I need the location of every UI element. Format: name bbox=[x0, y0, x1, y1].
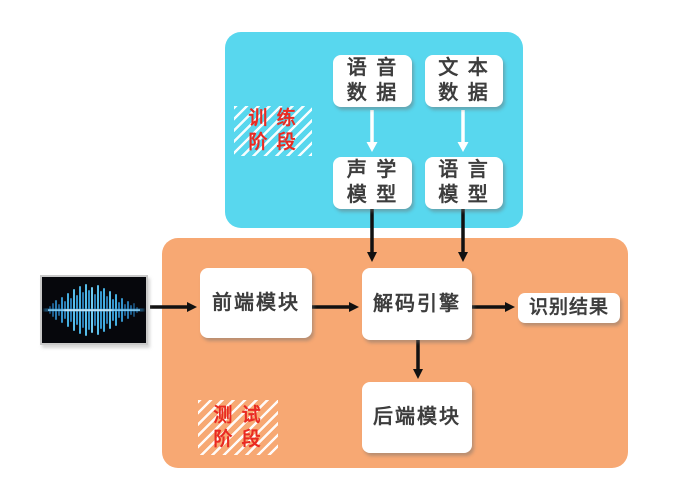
training-phase-label-line1: 训 练 bbox=[248, 108, 298, 129]
node-language-model: 语 言 模 型 bbox=[425, 157, 503, 209]
node-speech-data-line1: 语 音 bbox=[346, 57, 399, 79]
training-phase-label-line2: 阶 段 bbox=[248, 132, 298, 153]
node-acoustic-model-line1: 声 学 bbox=[346, 159, 399, 181]
node-decoder-engine: 解码引擎 bbox=[362, 268, 472, 340]
testing-phase-label-line1: 测 试 bbox=[213, 404, 263, 426]
node-acoustic-model: 声 学 模 型 bbox=[333, 157, 412, 209]
node-backend-module: 后端模块 bbox=[362, 382, 472, 453]
node-decoder-engine-label: 解码引擎 bbox=[373, 292, 461, 315]
node-recognition-result-label: 识别结果 bbox=[528, 297, 609, 318]
node-speech-data-line2: 数 据 bbox=[346, 82, 399, 104]
training-phase-label: 训 练 阶 段 bbox=[234, 106, 312, 156]
node-frontend-module: 前端模块 bbox=[200, 268, 312, 338]
node-frontend-module-label: 前端模块 bbox=[212, 291, 300, 314]
node-speech-data: 语 音 数 据 bbox=[333, 55, 412, 107]
node-language-model-line1: 语 言 bbox=[438, 159, 490, 181]
testing-phase-label-line2: 阶 段 bbox=[213, 428, 263, 450]
node-text-data: 文 本 数 据 bbox=[425, 55, 503, 107]
node-backend-module-label: 后端模块 bbox=[373, 406, 461, 428]
node-text-data-line2: 数 据 bbox=[438, 82, 490, 104]
audio-waveform-graphic bbox=[42, 277, 146, 343]
audio-waveform-image bbox=[40, 275, 148, 345]
node-recognition-result: 识别结果 bbox=[518, 293, 620, 323]
testing-phase-label: 测 试 阶 段 bbox=[198, 400, 278, 455]
node-text-data-line1: 文 本 bbox=[438, 57, 490, 79]
node-language-model-line2: 模 型 bbox=[438, 184, 490, 206]
node-acoustic-model-line2: 模 型 bbox=[346, 184, 399, 206]
